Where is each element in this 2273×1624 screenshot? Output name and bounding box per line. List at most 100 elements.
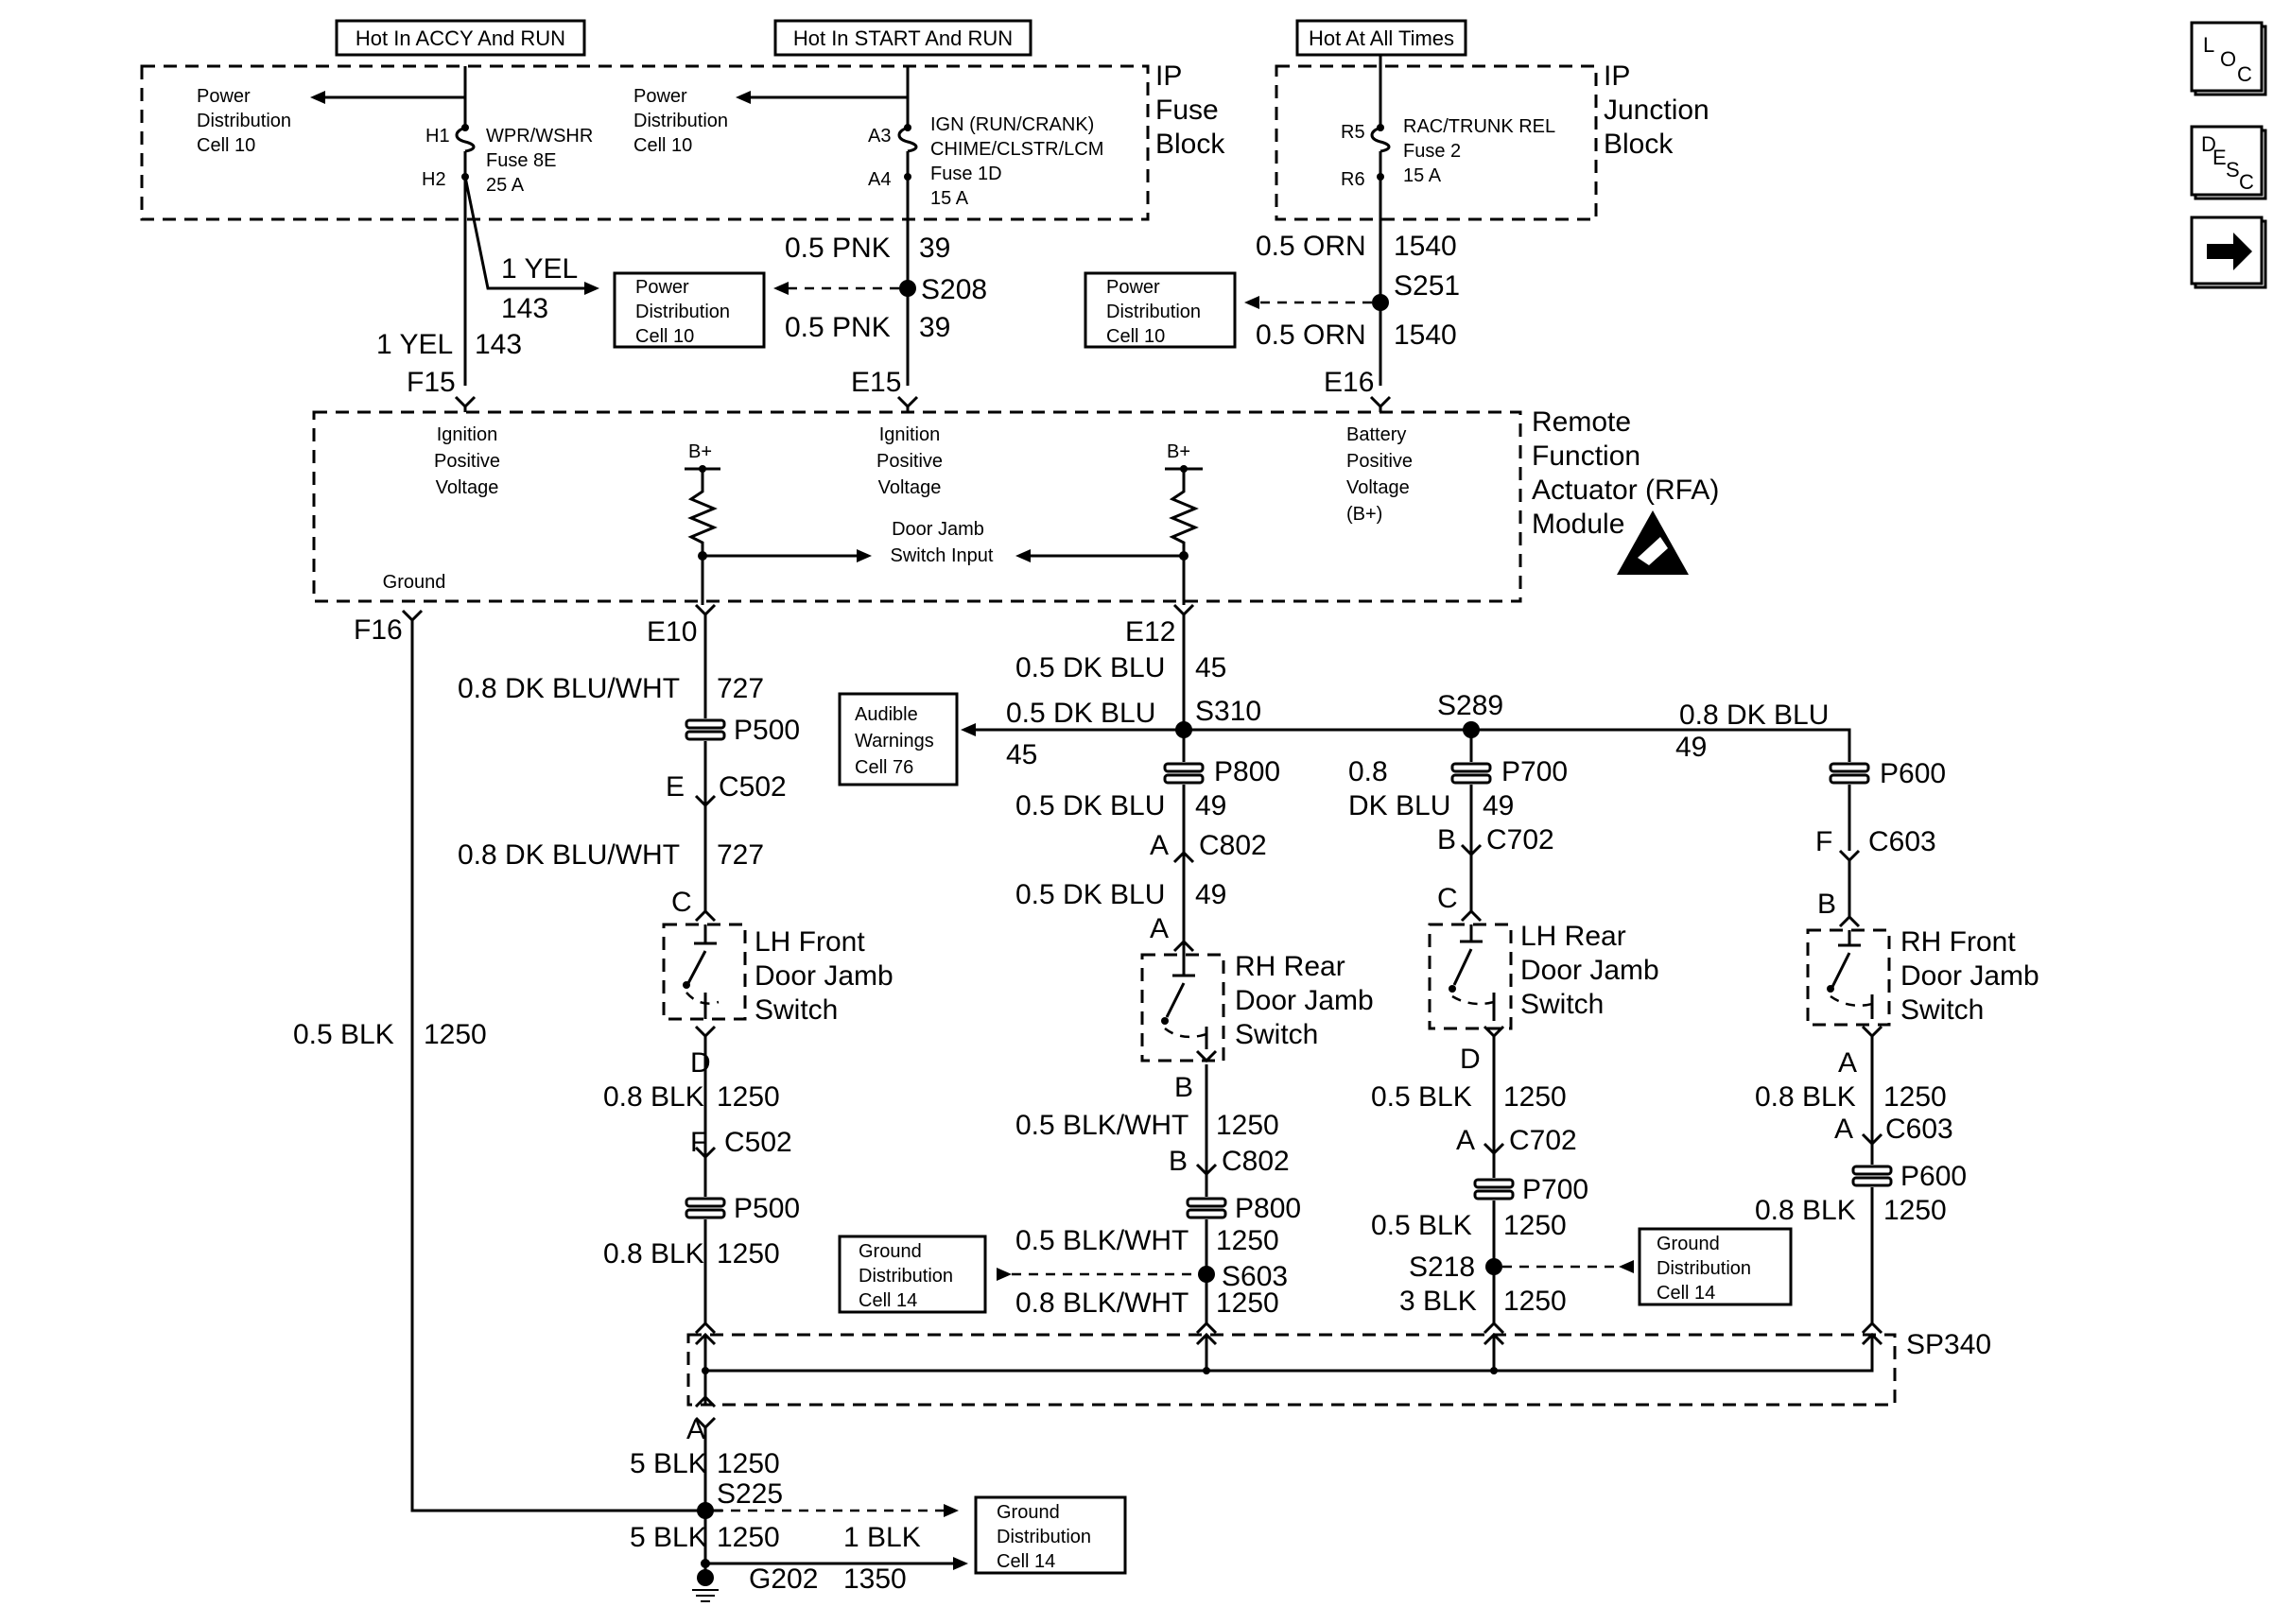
splice-s225-label: S225 — [717, 1478, 783, 1510]
gd-box-mid[interactable] — [838, 1235, 987, 1314]
rfa-batt-1: Battery — [1346, 424, 1406, 445]
connector-p600b-icon — [1851, 1165, 1893, 1187]
fuse-2-pin-r5: R5 — [1341, 122, 1365, 143]
rfa-ign1-3: Voltage — [436, 477, 499, 498]
rhf-b: B — [1817, 889, 1836, 920]
pd-mid-1: Power — [633, 86, 687, 107]
splice-s289-label: S289 — [1437, 690, 1503, 721]
fuse-2-label: Fuse 2 — [1403, 141, 1461, 162]
connector-p500b-icon — [685, 1197, 726, 1219]
rhf-c603: C603 — [1868, 826, 1936, 857]
lh-switch-3: Switch — [755, 994, 838, 1026]
lhr-w1-color-b: DK BLU — [1348, 790, 1450, 821]
arrow-left-icon — [1015, 549, 1031, 562]
splice-s218-label: S218 — [1409, 1252, 1475, 1283]
lhr-b: B — [1437, 824, 1456, 855]
splice-s603-label: S603 — [1222, 1261, 1288, 1292]
rh-front-switch-icon — [1806, 928, 1891, 1027]
lh-c502b: C502 — [724, 1127, 792, 1158]
loc-button[interactable]: L O C — [2190, 21, 2267, 96]
rhf-switch-3: Switch — [1900, 994, 1984, 1026]
header-start-run: Hot In START And RUN — [773, 19, 1032, 57]
gd-bottom-2: Distribution — [997, 1527, 1091, 1547]
bottom-w3-num: 1350 — [843, 1564, 907, 1595]
rhr-w4-num: 1250 — [1216, 1110, 1279, 1141]
rfa-door-input-2: Switch Input — [891, 545, 994, 566]
arrow-right-icon — [584, 282, 599, 295]
fuse-8e-amps: 25 A — [486, 175, 525, 196]
rhr-w3-num: 49 — [1195, 879, 1226, 910]
ip-junction-title-1: IP — [1604, 60, 1630, 92]
bottom-w3-color: 1 BLK — [843, 1522, 921, 1553]
audible-warnings-box[interactable] — [838, 692, 959, 786]
rhf-w2-num: 1250 — [1883, 1195, 1947, 1226]
gd-box-right[interactable] — [1638, 1227, 1793, 1306]
pd-box-right[interactable] — [1084, 271, 1237, 349]
rhr-p800b: P800 — [1235, 1193, 1301, 1224]
gd-right-3: Cell 14 — [1657, 1283, 1715, 1304]
pd-box-mid-1: Power — [635, 277, 689, 298]
rhr-w6-num: 1250 — [1216, 1287, 1279, 1319]
lh-w3-color: 0.8 BLK — [603, 1081, 704, 1113]
rhr-p800: P800 — [1214, 756, 1280, 787]
desc-e: E — [2212, 146, 2227, 169]
rhf-p600: P600 — [1880, 758, 1946, 789]
audible-3: Cell 76 — [855, 757, 913, 778]
lhr-w2-num: 1250 — [1503, 1081, 1567, 1113]
pd-left-1: Power — [197, 86, 251, 107]
rhr-a2: A — [1150, 913, 1169, 944]
orn-bot-num: 1540 — [1394, 320, 1457, 351]
lh-w1-num: 727 — [717, 673, 764, 704]
lh-d: D — [690, 1047, 711, 1079]
connector-f16-icon — [401, 609, 424, 623]
lhr-w1-num: 49 — [1483, 790, 1514, 821]
lhr-c: C — [1437, 883, 1458, 914]
lh-w2-color: 0.8 DK BLU/WHT — [458, 839, 680, 871]
ground-g202-label: G202 — [749, 1564, 818, 1595]
fuse-1d-amps: 15 A — [930, 188, 969, 209]
pnk-bot-num: 39 — [919, 312, 950, 343]
wire-bus-49 — [1184, 728, 1851, 756]
orn-top-num: 1540 — [1394, 231, 1457, 262]
orn-bot-color: 0.5 ORN — [1256, 320, 1366, 351]
connector-e10-icon — [694, 603, 717, 617]
fuse-1d-icon — [897, 126, 918, 153]
loc-l: L — [2203, 33, 2214, 57]
pd-box-mid-2: Distribution — [635, 302, 730, 322]
rfa-batt-4: (B+) — [1346, 504, 1382, 525]
lh-switch-2: Door Jamb — [755, 960, 894, 992]
gd-right-2: Distribution — [1657, 1258, 1751, 1279]
lh-p500: P500 — [734, 715, 800, 746]
fuse-2-name: RAC/TRUNK REL — [1403, 116, 1555, 137]
gd-box-bottom[interactable] — [974, 1495, 1127, 1575]
pd-box-mid[interactable] — [613, 271, 766, 349]
lh-rear-switch-icon — [1428, 923, 1513, 1030]
lhr-p700: P700 — [1501, 756, 1568, 787]
rhr-c802: C802 — [1199, 830, 1267, 861]
next-button[interactable] — [2190, 216, 2267, 289]
desc-button[interactable]: D E S C — [2190, 125, 2267, 200]
gd-bottom-1: Ground — [997, 1502, 1060, 1523]
arrow-right-icon — [857, 549, 872, 562]
arrow-right-icon — [953, 1557, 968, 1570]
lhr-w3-color: 0.5 BLK — [1371, 1210, 1472, 1241]
lhr-w4-num: 1250 — [1503, 1286, 1567, 1317]
lhr-d: D — [1460, 1044, 1481, 1075]
rhr-w5-num: 1250 — [1216, 1225, 1279, 1256]
lhr-p700b: P700 — [1522, 1174, 1588, 1205]
gd-bottom-3: Cell 14 — [997, 1551, 1055, 1572]
rfa-ign1-2: Positive — [434, 451, 500, 472]
connector-p800b-icon — [1186, 1197, 1227, 1219]
fuse-2-amps: 15 A — [1403, 165, 1442, 186]
lhr-switch-1: LH Rear — [1520, 921, 1626, 952]
splice-s251 — [1372, 294, 1389, 311]
w143-num: 143 — [475, 329, 522, 360]
connector-e16-icon — [1369, 395, 1392, 409]
lhr-switch-2: Door Jamb — [1520, 955, 1659, 986]
lhr-a: A — [1456, 1125, 1475, 1156]
arrow-left-icon — [773, 282, 789, 295]
fuse-1d-name2: CHIME/CLSTR/LCM — [930, 139, 1103, 160]
audible-2: Warnings — [855, 731, 934, 752]
rhf-switch-2: Door Jamb — [1900, 960, 2039, 992]
